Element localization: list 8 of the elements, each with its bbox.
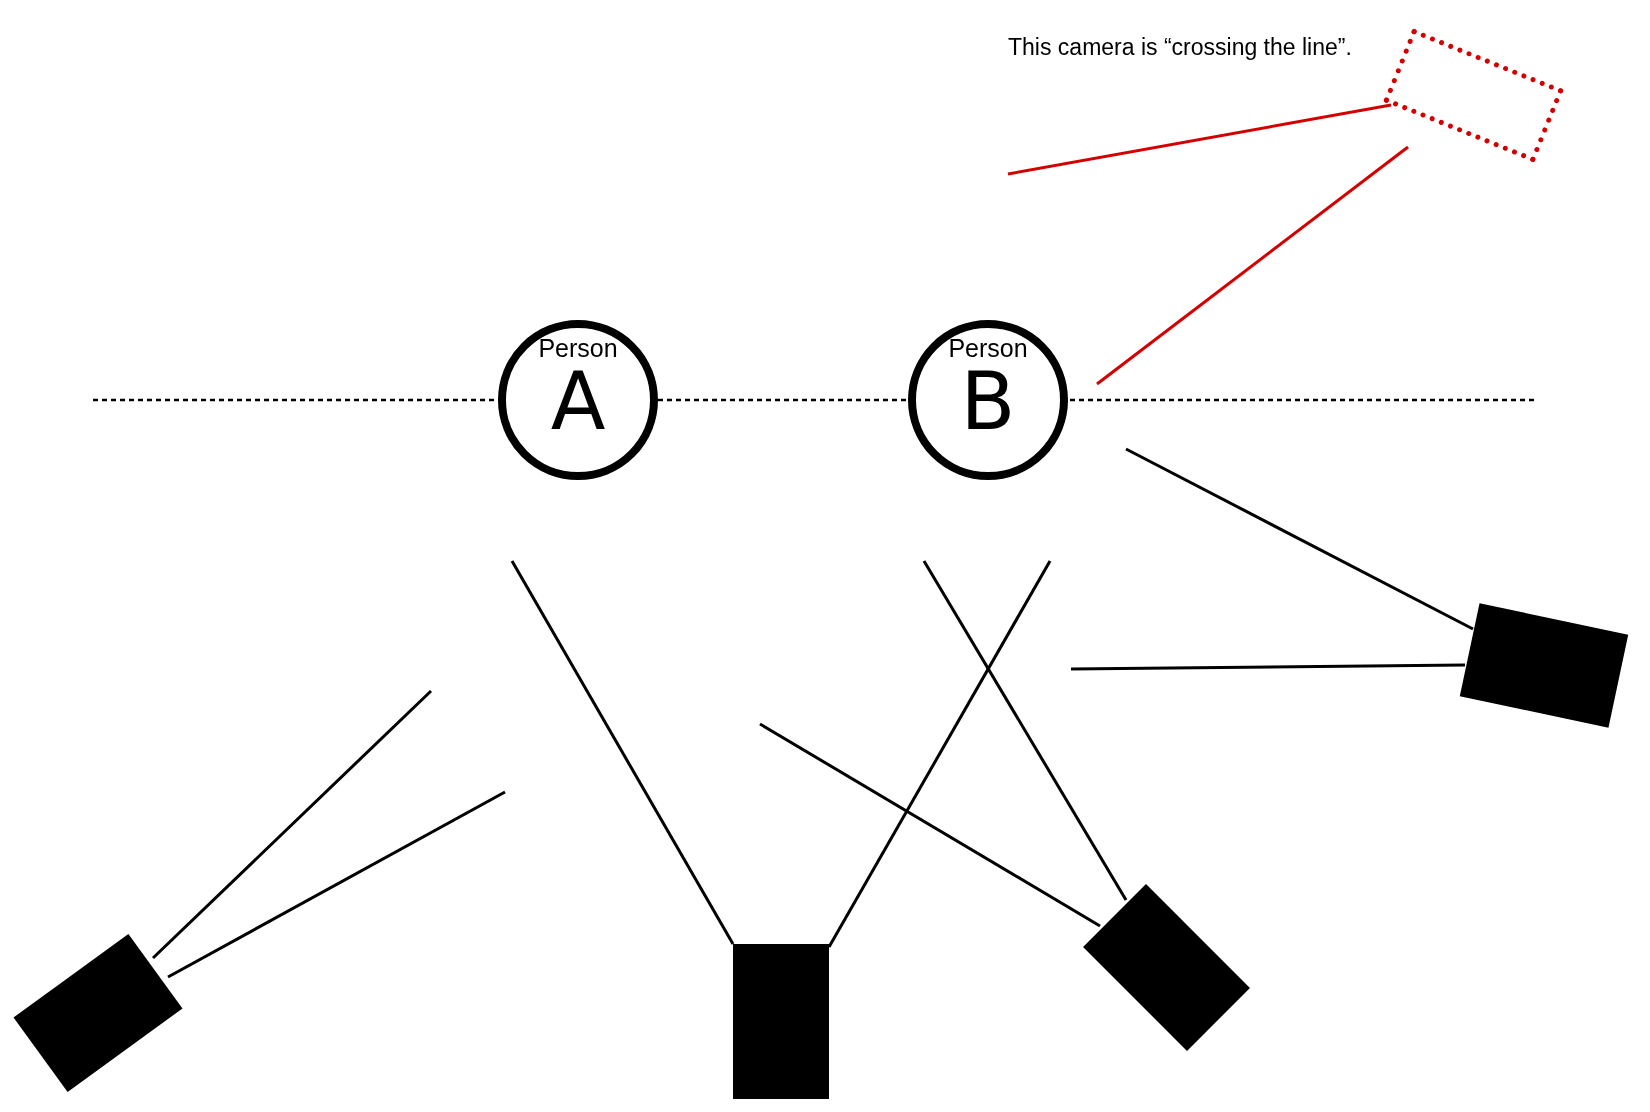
person-label: Person bbox=[948, 334, 1028, 362]
line-of-action bbox=[658, 398, 908, 402]
note-text: This camera is “crossing the line”. bbox=[1008, 34, 1352, 61]
camera-block bbox=[733, 943, 829, 1099]
camera-outline bbox=[1382, 27, 1564, 163]
person-letter: B bbox=[960, 362, 1016, 442]
person-letter: A bbox=[550, 362, 606, 442]
person-label: Person bbox=[538, 334, 618, 362]
